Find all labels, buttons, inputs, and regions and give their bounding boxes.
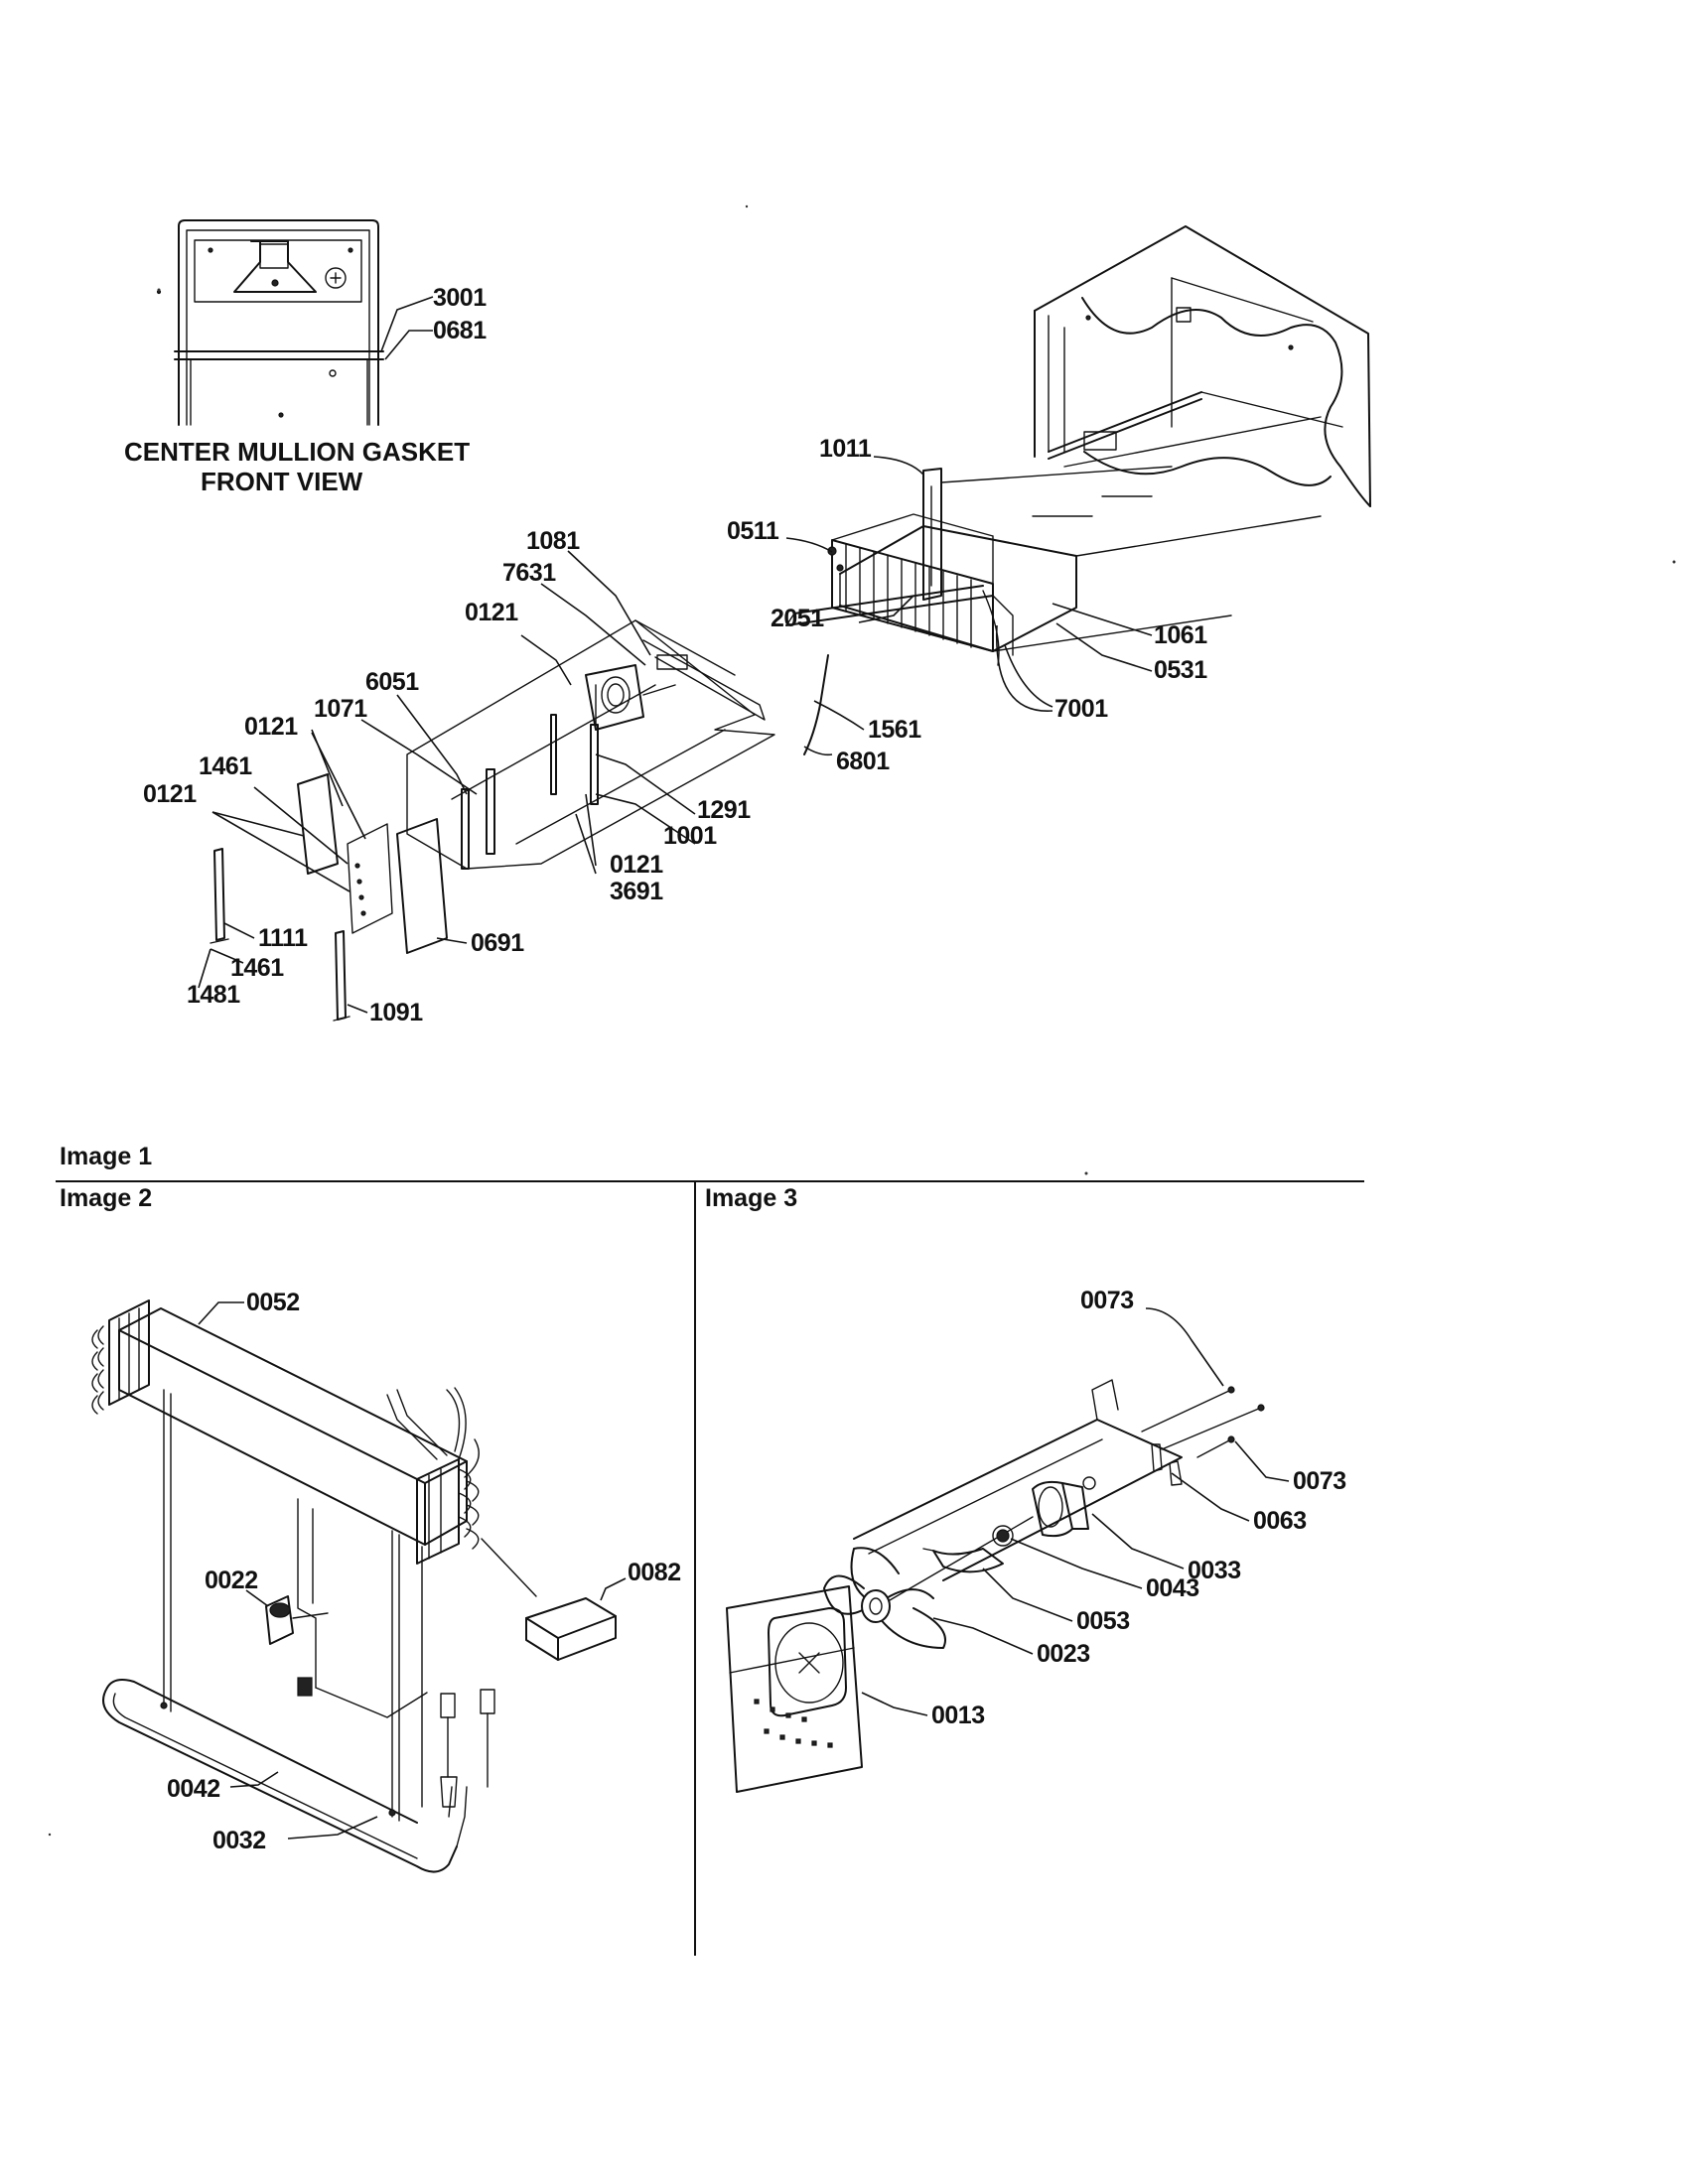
part-label-0121-c: 0121 xyxy=(143,780,197,808)
part-label-0033: 0033 xyxy=(1188,1557,1241,1584)
leaders-duct xyxy=(198,550,696,1014)
part-label-1071: 1071 xyxy=(314,695,367,723)
part-label-0121-d: 0121 xyxy=(610,851,663,879)
evaporator-coil xyxy=(91,1299,480,1822)
part-label-1081: 1081 xyxy=(526,527,580,555)
part-label-1461-b: 1461 xyxy=(230,954,284,982)
terminal-block xyxy=(481,1538,617,1661)
part-label-7001: 7001 xyxy=(1054,695,1108,723)
evaporator-fan-assembly xyxy=(726,1379,1265,1793)
part-label-0681: 0681 xyxy=(433,317,487,344)
part-label-1091: 1091 xyxy=(369,999,423,1026)
gasket-caption-line2: FRONT VIEW xyxy=(201,467,363,496)
defrost-heater xyxy=(102,1679,495,1873)
part-label-3001: 3001 xyxy=(433,284,487,312)
panel-title-image1: Image 1 xyxy=(60,1143,152,1170)
part-label-0042: 0042 xyxy=(167,1775,220,1803)
leader-0681 xyxy=(384,330,433,360)
leader-3001 xyxy=(380,296,434,352)
part-label-0013: 0013 xyxy=(931,1702,985,1729)
part-label-0063: 0063 xyxy=(1253,1507,1307,1535)
part-label-1111: 1111 xyxy=(258,924,308,952)
part-label-0073-a: 0073 xyxy=(1080,1287,1134,1314)
part-label-0052: 0052 xyxy=(246,1289,300,1316)
bracket-holes xyxy=(754,1699,833,1748)
part-label-1561: 1561 xyxy=(868,716,921,744)
part-label-0073-b: 0073 xyxy=(1293,1467,1346,1495)
part-label-0082: 0082 xyxy=(628,1559,681,1586)
part-label-0691: 0691 xyxy=(471,929,524,957)
part-label-0511: 0511 xyxy=(727,517,779,545)
cabinet-liner xyxy=(1034,225,1371,507)
part-label-3691: 3691 xyxy=(610,878,663,905)
part-label-0053: 0053 xyxy=(1076,1607,1130,1635)
scan-specks xyxy=(48,205,1676,1837)
evaporator-cover-assembly xyxy=(785,466,1322,666)
part-label-0022: 0022 xyxy=(205,1567,258,1594)
mullion-gasket-front-view xyxy=(156,219,384,426)
part-label-2051: 2051 xyxy=(771,605,824,632)
part-label-7631: 7631 xyxy=(502,559,556,587)
part-label-1461-a: 1461 xyxy=(199,752,252,780)
part-label-0121-b: 0121 xyxy=(244,713,298,741)
part-label-0032: 0032 xyxy=(212,1827,266,1854)
leaders-image3 xyxy=(861,1307,1290,1716)
leaders-image2 xyxy=(198,1301,627,1840)
part-label-0043: 0043 xyxy=(1146,1574,1199,1602)
leaders-evaporator xyxy=(785,456,1153,756)
part-label-1291: 1291 xyxy=(697,796,751,824)
panel-title-image2: Image 2 xyxy=(60,1184,152,1212)
part-label-0023: 0023 xyxy=(1037,1640,1090,1668)
gasket-caption-line1: CENTER MULLION GASKET xyxy=(124,437,470,467)
wire-6801 xyxy=(803,654,829,755)
panel-title-image3: Image 3 xyxy=(705,1184,797,1212)
part-label-6051: 6051 xyxy=(365,668,419,696)
part-label-1001: 1001 xyxy=(663,822,717,850)
part-label-6801: 6801 xyxy=(836,748,890,775)
duct-damper-assembly xyxy=(210,619,775,1022)
part-label-0531: 0531 xyxy=(1154,656,1207,684)
part-label-1061: 1061 xyxy=(1154,621,1207,649)
part-label-1011: 1011 xyxy=(819,435,872,463)
part-label-0121-a: 0121 xyxy=(465,599,518,626)
defrost-thermostat xyxy=(265,1595,329,1697)
part-label-1481: 1481 xyxy=(187,981,240,1009)
